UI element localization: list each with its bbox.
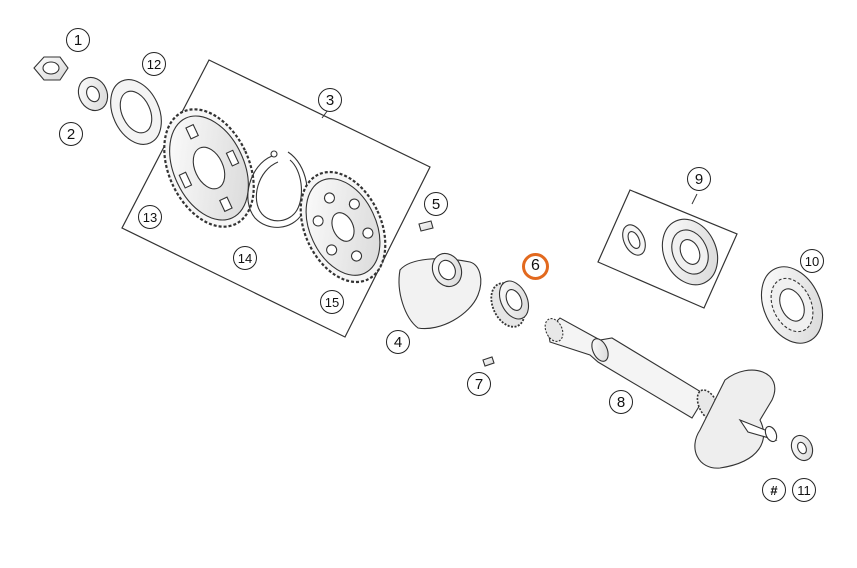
key-part xyxy=(418,220,434,232)
needle-bearing-part xyxy=(490,280,530,328)
callout-3[interactable]: 3 xyxy=(318,88,342,112)
bearing-part xyxy=(622,218,719,286)
end-washer-part xyxy=(790,434,814,462)
counterweight-part xyxy=(398,252,482,330)
callout-6-highlighted[interactable]: 6 xyxy=(522,253,549,280)
leader-lines xyxy=(321,109,698,205)
callout-10[interactable]: 10 xyxy=(800,249,824,273)
callout-14[interactable]: 14 xyxy=(233,246,257,270)
callout-1[interactable]: 1 xyxy=(66,28,90,52)
callout-9[interactable]: 9 xyxy=(687,167,711,191)
callout-5[interactable]: 5 xyxy=(424,192,448,216)
callout-7[interactable]: 7 xyxy=(467,372,491,396)
nut-part xyxy=(33,56,69,81)
callout-4[interactable]: 4 xyxy=(386,330,410,354)
small-key-part xyxy=(482,356,495,367)
callout-13[interactable]: 13 xyxy=(138,205,162,229)
callout-8[interactable]: 8 xyxy=(609,390,633,414)
circlip-part xyxy=(247,150,308,228)
callout-hash[interactable]: # xyxy=(762,478,786,502)
washer-part xyxy=(77,76,109,112)
large-gear-part xyxy=(163,108,255,228)
balancer-shaft-part xyxy=(544,317,778,469)
callout-2[interactable]: 2 xyxy=(59,122,83,146)
callout-11[interactable]: 11 xyxy=(792,478,816,502)
roller-bearing-part xyxy=(760,266,824,344)
bearing-kit-frame xyxy=(597,189,738,309)
callout-15[interactable]: 15 xyxy=(320,290,344,314)
thrust-washer-part xyxy=(110,79,162,145)
gear-kit-frame xyxy=(121,59,431,338)
callout-12[interactable]: 12 xyxy=(142,52,166,76)
second-gear-part xyxy=(299,170,387,284)
